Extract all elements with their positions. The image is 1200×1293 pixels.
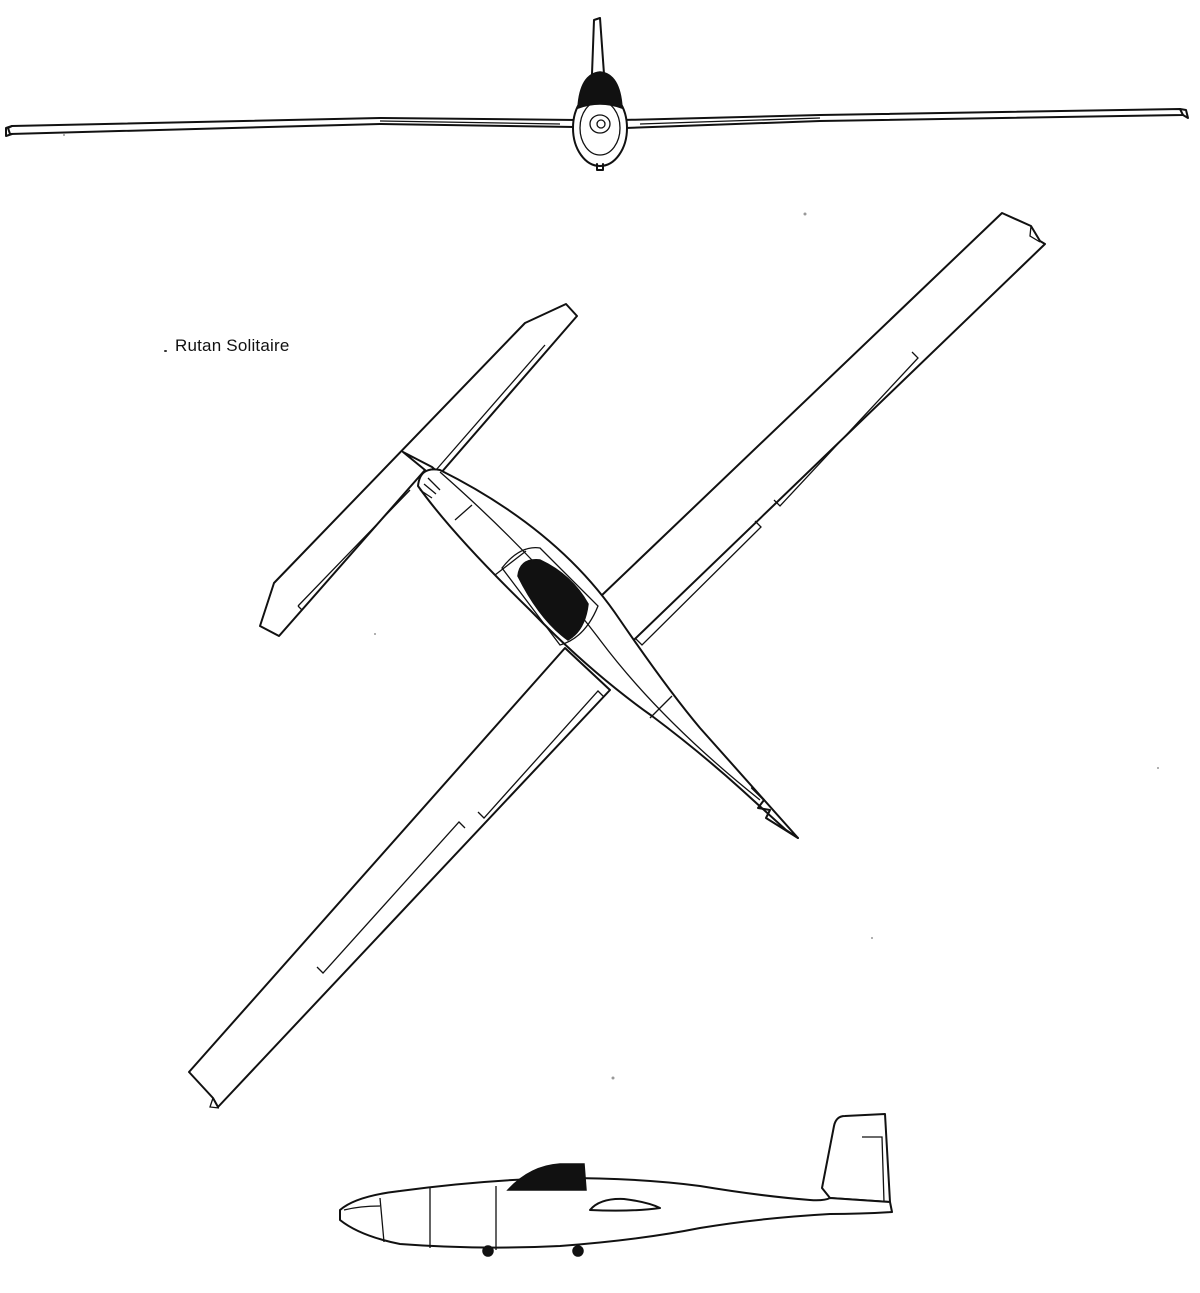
plan-left-flap xyxy=(477,690,605,819)
paper-specks xyxy=(63,134,1159,1080)
side-canopy xyxy=(506,1163,587,1191)
front-wheel xyxy=(596,163,604,171)
side-view xyxy=(339,1113,893,1257)
plan-fuselage-centerline xyxy=(439,471,761,801)
front-spinner xyxy=(596,119,606,129)
front-left-wing xyxy=(7,117,578,135)
plan-left-aileron xyxy=(316,821,466,974)
title-bullet xyxy=(164,350,167,352)
plan-left-wingtip xyxy=(209,1097,220,1109)
side-front-wheel xyxy=(482,1245,494,1257)
plan-view xyxy=(188,212,1046,1109)
front-fin xyxy=(591,17,605,75)
front-right-wing-detail xyxy=(639,117,821,125)
plan-right-wingtip xyxy=(1029,225,1041,243)
side-fin xyxy=(821,1113,891,1203)
plan-right-flap xyxy=(635,520,762,646)
front-left-wingtip xyxy=(5,125,13,137)
side-nose-frame xyxy=(343,1197,385,1243)
plan-fuselage-frame-1 xyxy=(454,504,473,521)
front-fuselage-frame xyxy=(579,100,621,156)
front-view xyxy=(5,17,1189,171)
plan-canopy-frame xyxy=(501,547,599,646)
drawing-title: Rutan Solitaire xyxy=(175,336,290,355)
front-canopy xyxy=(577,71,623,110)
plan-left-wing xyxy=(188,647,611,1108)
plan-canard-elevator-right xyxy=(297,489,411,611)
side-main-wheel xyxy=(572,1245,584,1257)
plan-fuselage-frame-3 xyxy=(649,695,673,719)
plan-spinner xyxy=(419,477,441,499)
front-right-wingtip xyxy=(1179,108,1189,119)
side-rudder xyxy=(862,1136,885,1203)
plan-tail xyxy=(751,787,799,839)
front-left-wing-detail xyxy=(379,120,561,125)
plan-canopy xyxy=(517,559,589,641)
side-fuselage xyxy=(339,1177,893,1249)
plan-right-aileron xyxy=(773,351,919,507)
plan-right-wing xyxy=(599,212,1046,662)
front-right-wing xyxy=(622,108,1184,129)
front-spinner-ring xyxy=(589,114,611,134)
plan-canard xyxy=(259,303,578,637)
side-wing-airfoil xyxy=(589,1197,661,1212)
plan-fuselage-frame-2 xyxy=(494,550,527,576)
